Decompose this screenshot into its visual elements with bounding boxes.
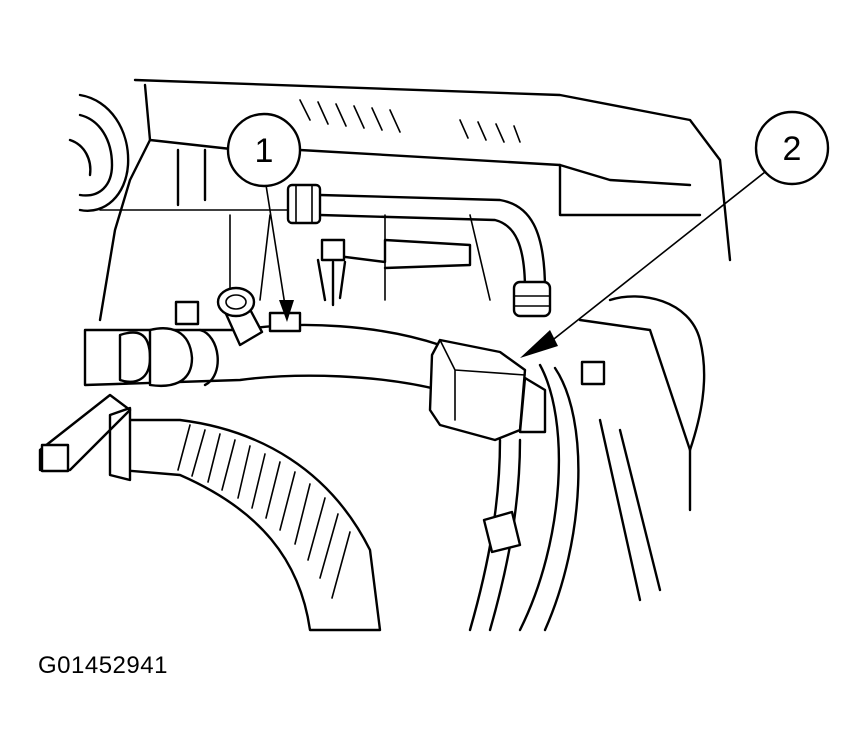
left-pulley [68, 93, 130, 212]
suction-hose [83, 286, 442, 392]
callout-2-label: 2 [783, 130, 802, 168]
mounting-bracket [316, 238, 472, 307]
right-hoses [468, 295, 706, 632]
callout-1-label: 1 [255, 132, 274, 170]
callout-2: 2 [520, 110, 830, 358]
rear-steel-line [286, 183, 552, 318]
lower-hose [38, 393, 382, 632]
engine-block-outline [98, 78, 732, 322]
engine-line-drawing: 1 2 [38, 78, 830, 632]
callout-1: 1 [226, 112, 302, 322]
hex-fitting [428, 338, 547, 442]
figure-id-label: G01452941 [38, 652, 168, 679]
